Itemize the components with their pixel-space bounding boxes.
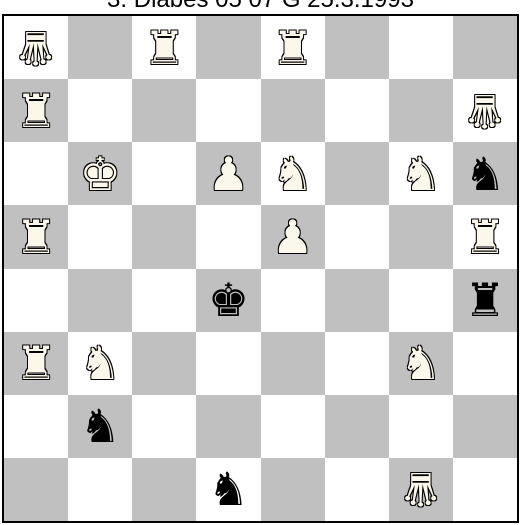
white-rook-icon[interactable]: ♜ bbox=[272, 25, 313, 71]
square-f8[interactable] bbox=[325, 16, 389, 79]
square-h7[interactable]: ♛ bbox=[453, 79, 517, 142]
square-b8[interactable] bbox=[68, 16, 132, 79]
square-b3[interactable]: ♞ bbox=[68, 332, 132, 395]
white-grasshopper-icon[interactable]: ♛ bbox=[464, 88, 505, 134]
square-f6[interactable] bbox=[325, 142, 389, 205]
square-d3[interactable] bbox=[196, 332, 260, 395]
square-d5[interactable] bbox=[196, 205, 260, 268]
square-a5[interactable]: ♜ bbox=[4, 205, 68, 268]
square-g8[interactable] bbox=[389, 16, 453, 79]
square-a3[interactable]: ♜ bbox=[4, 332, 68, 395]
square-f7[interactable] bbox=[325, 79, 389, 142]
square-e5[interactable]: ♟ bbox=[261, 205, 325, 268]
white-knight-icon[interactable]: ♞ bbox=[80, 340, 121, 386]
square-d2[interactable] bbox=[196, 395, 260, 458]
square-e2[interactable] bbox=[261, 395, 325, 458]
square-c4[interactable] bbox=[132, 269, 196, 332]
square-b2[interactable]: ♞ bbox=[68, 395, 132, 458]
white-knight-icon[interactable]: ♞ bbox=[400, 340, 441, 386]
square-f4[interactable] bbox=[325, 269, 389, 332]
square-b1[interactable] bbox=[68, 458, 132, 521]
square-h2[interactable] bbox=[453, 395, 517, 458]
square-f2[interactable] bbox=[325, 395, 389, 458]
square-a6[interactable] bbox=[4, 142, 68, 205]
square-h1[interactable] bbox=[453, 458, 517, 521]
black-king-icon[interactable]: ♚ bbox=[208, 277, 249, 323]
square-g6[interactable]: ♞ bbox=[389, 142, 453, 205]
square-c8[interactable]: ♜ bbox=[132, 16, 196, 79]
square-c1[interactable] bbox=[132, 458, 196, 521]
white-rook-icon[interactable]: ♜ bbox=[15, 340, 56, 386]
white-rook-icon[interactable]: ♜ bbox=[464, 214, 505, 260]
black-rook-icon[interactable]: ♜ bbox=[464, 277, 505, 323]
square-h8[interactable] bbox=[453, 16, 517, 79]
square-a1[interactable] bbox=[4, 458, 68, 521]
square-a7[interactable]: ♜ bbox=[4, 79, 68, 142]
square-g7[interactable] bbox=[389, 79, 453, 142]
square-d6[interactable]: ♟ bbox=[196, 142, 260, 205]
square-f3[interactable] bbox=[325, 332, 389, 395]
square-a8[interactable]: ♛ bbox=[4, 16, 68, 79]
square-h6[interactable]: ♞ bbox=[453, 142, 517, 205]
square-g2[interactable] bbox=[389, 395, 453, 458]
square-e6[interactable]: ♞ bbox=[261, 142, 325, 205]
square-b5[interactable] bbox=[68, 205, 132, 268]
black-knight-icon[interactable]: ♞ bbox=[80, 403, 121, 449]
square-e4[interactable] bbox=[261, 269, 325, 332]
white-rook-icon[interactable]: ♜ bbox=[144, 25, 185, 71]
square-d1[interactable]: ♞ bbox=[196, 458, 260, 521]
square-g1[interactable]: ♛ bbox=[389, 458, 453, 521]
square-c5[interactable] bbox=[132, 205, 196, 268]
square-b4[interactable] bbox=[68, 269, 132, 332]
square-g3[interactable]: ♞ bbox=[389, 332, 453, 395]
square-c3[interactable] bbox=[132, 332, 196, 395]
square-h3[interactable] bbox=[453, 332, 517, 395]
square-f1[interactable] bbox=[325, 458, 389, 521]
square-d7[interactable] bbox=[196, 79, 260, 142]
square-c7[interactable] bbox=[132, 79, 196, 142]
square-d8[interactable] bbox=[196, 16, 260, 79]
white-grasshopper-icon[interactable]: ♛ bbox=[400, 466, 441, 512]
white-grasshopper-icon[interactable]: ♛ bbox=[15, 25, 56, 71]
square-a4[interactable] bbox=[4, 269, 68, 332]
square-c6[interactable] bbox=[132, 142, 196, 205]
diagram-caption: 3. Diabes 05 07 G 25.3.1993 bbox=[0, 0, 521, 14]
square-a2[interactable] bbox=[4, 395, 68, 458]
white-king-icon[interactable]: ♚ bbox=[80, 151, 121, 197]
square-g4[interactable] bbox=[389, 269, 453, 332]
white-pawn-icon[interactable]: ♟ bbox=[208, 151, 249, 197]
square-e1[interactable] bbox=[261, 458, 325, 521]
square-h5[interactable]: ♜ bbox=[453, 205, 517, 268]
square-b6[interactable]: ♚ bbox=[68, 142, 132, 205]
square-h4[interactable]: ♜ bbox=[453, 269, 517, 332]
square-e3[interactable] bbox=[261, 332, 325, 395]
square-e8[interactable]: ♜ bbox=[261, 16, 325, 79]
square-b7[interactable] bbox=[68, 79, 132, 142]
chess-board: ♛ ♜ ♜ ♜ ♛ ♚ ♟ ♞ ♞ ♞ ♜ ♟ ♜ ♚ ♜ ♜ ♞ ♞ ♞ ♞ ♛ bbox=[2, 14, 519, 523]
black-knight-icon[interactable]: ♞ bbox=[208, 466, 249, 512]
square-f5[interactable] bbox=[325, 205, 389, 268]
black-knight-icon[interactable]: ♞ bbox=[464, 151, 505, 197]
white-knight-icon[interactable]: ♞ bbox=[400, 151, 441, 197]
square-e7[interactable] bbox=[261, 79, 325, 142]
white-rook-icon[interactable]: ♜ bbox=[15, 88, 56, 134]
square-d4[interactable]: ♚ bbox=[196, 269, 260, 332]
white-rook-icon[interactable]: ♜ bbox=[15, 214, 56, 260]
square-g5[interactable] bbox=[389, 205, 453, 268]
white-pawn-icon[interactable]: ♟ bbox=[272, 214, 313, 260]
white-knight-icon[interactable]: ♞ bbox=[272, 151, 313, 197]
square-c2[interactable] bbox=[132, 395, 196, 458]
